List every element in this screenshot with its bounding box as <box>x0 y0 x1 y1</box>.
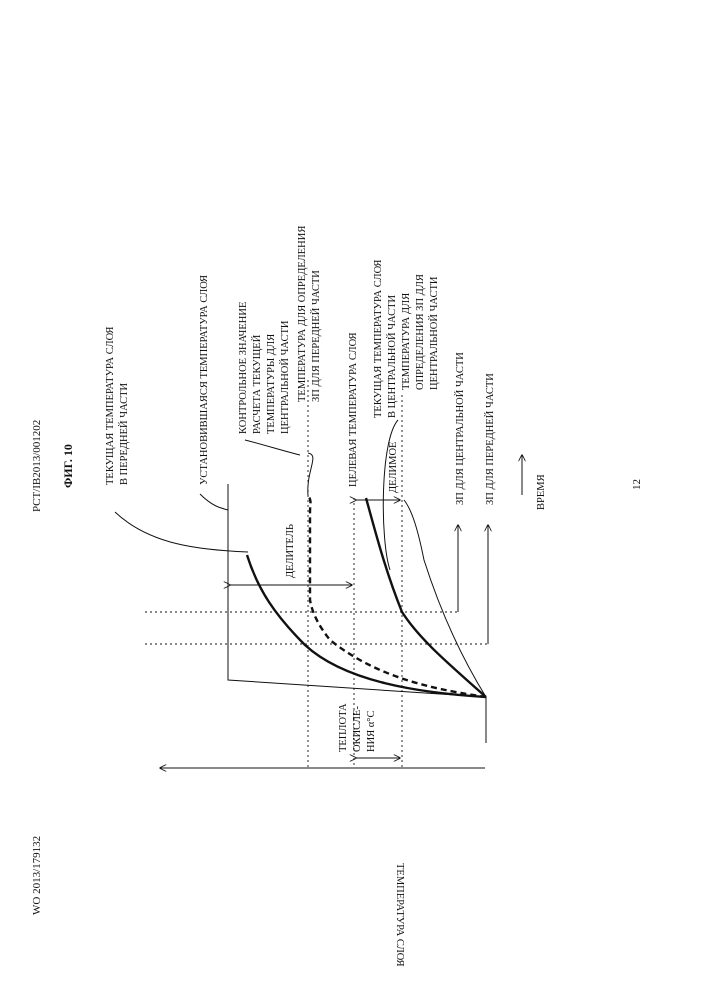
svg-text:КОНТРОЛЬНОЕ ЗНАЧЕНИЕ: КОНТРОЛЬНОЕ ЗНАЧЕНИЕ <box>238 302 249 434</box>
label-center-temperature: ТЕКУЩАЯ ТЕМПЕРАТУРА СЛОЯ В ЦЕНТРАЛЬНОЙ Ч… <box>373 260 398 418</box>
x-axis-label: ВРЕМЯ <box>536 474 547 510</box>
svg-text:В ПЕРЕДНЕЙ ЧАСТИ: В ПЕРЕДНЕЙ ЧАСТИ <box>118 382 130 485</box>
label-oxidation-heat: ТЕПЛОТА ОКИСЛЕ- НИЯ α°С <box>338 703 377 752</box>
leader-control <box>245 440 300 455</box>
svg-text:РАСЧЕТА ТЕКУЩЕЙ: РАСЧЕТА ТЕКУЩЕЙ <box>251 334 263 434</box>
svg-text:ТЕМПЕРАТУРЫ ДЛЯ: ТЕМПЕРАТУРЫ ДЛЯ <box>266 334 277 434</box>
label-divider: ДЕЛИТЕЛЬ <box>285 524 296 578</box>
svg-text:НИЯ α°С: НИЯ α°С <box>366 711 377 753</box>
label-target-temperature: ЦЕЛЕВАЯ ТЕМПЕРАТУРА СЛОЯ <box>348 332 359 487</box>
label-zp-front: ЗП ДЛЯ ПЕРЕДНЕЙ ЧАСТИ <box>484 373 496 505</box>
svg-text:ОПРЕДЕЛЕНИЯ ЗП ДЛЯ: ОПРЕДЕЛЕНИЯ ЗП ДЛЯ <box>415 274 426 390</box>
label-control-value: КОНТРОЛЬНОЕ ЗНАЧЕНИЕ РАСЧЕТА ТЕКУЩЕЙ ТЕМ… <box>238 302 291 434</box>
svg-text:ТЕПЛОТА: ТЕПЛОТА <box>338 703 349 752</box>
label-dividend: ДЕЛИМОЕ <box>388 442 399 493</box>
page-number: 12 <box>631 479 643 490</box>
front-temperature-curve <box>247 555 486 697</box>
svg-text:ТЕМПЕРАТУРА ДЛЯ ОПРЕДЕЛЕНИЯ: ТЕМПЕРАТУРА ДЛЯ ОПРЕДЕЛЕНИЯ <box>297 226 308 402</box>
center-det-line <box>404 500 486 697</box>
svg-text:ЦЕНТРАЛЬНОЙ ЧАСТИ: ЦЕНТРАЛЬНОЙ ЧАСТИ <box>279 320 291 434</box>
label-steady-temperature: УСТАНОВИВШАЯСЯ ТЕМПЕРАТУРА СЛОЯ <box>199 275 210 485</box>
label-zp-center: ЗП ДЛЯ ЦЕНТРАЛЬНОЙ ЧАСТИ <box>454 352 466 505</box>
application-number: PCT/IB2013/001202 <box>31 420 43 512</box>
label-det-center: ТЕМПЕРАТУРА ДЛЯ ОПРЕДЕЛЕНИЯ ЗП ДЛЯ ЦЕНТР… <box>401 274 440 390</box>
y-axis-label: ТЕМПЕРАТУРА СЛОЯ <box>394 863 405 967</box>
control-step-line <box>308 453 313 496</box>
svg-text:В ЦЕНТРАЛЬНОЙ ЧАСТИ: В ЦЕНТРАЛЬНОЙ ЧАСТИ <box>386 294 398 418</box>
svg-text:ТЕМПЕРАТУРА ДЛЯ: ТЕМПЕРАТУРА ДЛЯ <box>401 293 412 390</box>
svg-text:ОКИСЛЕ-: ОКИСЛЕ- <box>352 706 363 752</box>
leader-steady-temp <box>200 494 228 510</box>
svg-text:ЗП ДЛЯ ПЕРЕДНЕЙ ЧАСТИ: ЗП ДЛЯ ПЕРЕДНЕЙ ЧАСТИ <box>310 270 322 402</box>
label-det-front: ТЕМПЕРАТУРА ДЛЯ ОПРЕДЕЛЕНИЯ ЗП ДЛЯ ПЕРЕД… <box>297 226 322 402</box>
steady-temperature-line <box>228 484 486 697</box>
svg-text:ТЕКУЩАЯ ТЕМПЕРАТУРА СЛОЯ: ТЕКУЩАЯ ТЕМПЕРАТУРА СЛОЯ <box>373 260 384 418</box>
svg-text:ТЕКУЩАЯ ТЕМПЕРАТУРА СЛОЯ: ТЕКУЩАЯ ТЕМПЕРАТУРА СЛОЯ <box>105 327 116 485</box>
publication-number: WO 2013/179132 <box>31 836 43 915</box>
label-front-temperature: ТЕКУЩАЯ ТЕМПЕРАТУРА СЛОЯ В ПЕРЕДНЕЙ ЧАСТ… <box>105 327 130 485</box>
svg-text:ЦЕНТРАЛЬНОЙ ЧАСТИ: ЦЕНТРАЛЬНОЙ ЧАСТИ <box>428 276 440 390</box>
figure-title: ФИГ. 10 <box>61 444 75 488</box>
